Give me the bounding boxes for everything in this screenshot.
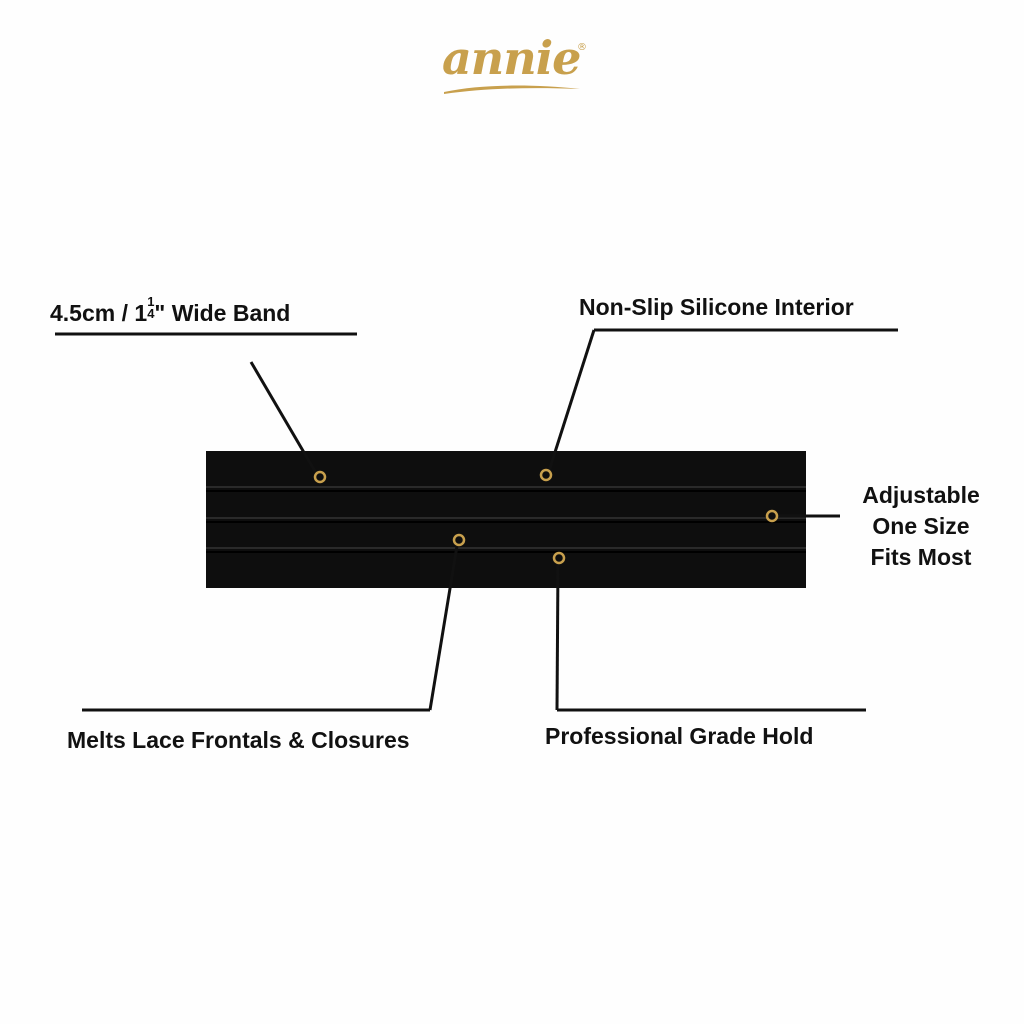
brand-logo: annie ® [442,30,592,100]
wide-band-prefix: 4.5cm / 1 [50,300,148,326]
logo-wordmark: annie [442,31,581,85]
registered-mark: ® [577,42,587,53]
leader-professional [555,562,560,711]
fraction-numerator: 1 [147,294,155,309]
callout-non-slip: Non-Slip Silicone Interior [579,294,854,320]
band-rib-shadows [206,490,806,553]
fraction-denominator: 4 [147,306,155,321]
marker-professional [552,551,566,565]
wide-band-suffix: " Wide Band [154,300,291,326]
leader-melts-lace [428,545,459,711]
adjustable-line-1: Adjustable [862,482,980,508]
callout-melts-lace: Melts Lace Frontals & Closures [67,727,410,753]
logo-swoosh-icon [444,85,580,94]
band-ribs [206,486,806,549]
marker-melts-lace [452,533,466,547]
marker-non-slip [539,468,553,482]
callout-adjustable: Adjustable One Size Fits Most [846,480,996,573]
leader-wide-band [249,361,318,474]
marker-wide-band [313,470,327,484]
marker-adjustable [765,509,779,523]
callout-professional: Professional Grade Hold [545,723,814,749]
headband [206,451,806,588]
leader-non-slip [547,329,596,472]
adjustable-line-2: One Size [872,513,970,539]
adjustable-line-3: Fits Most [870,544,972,570]
